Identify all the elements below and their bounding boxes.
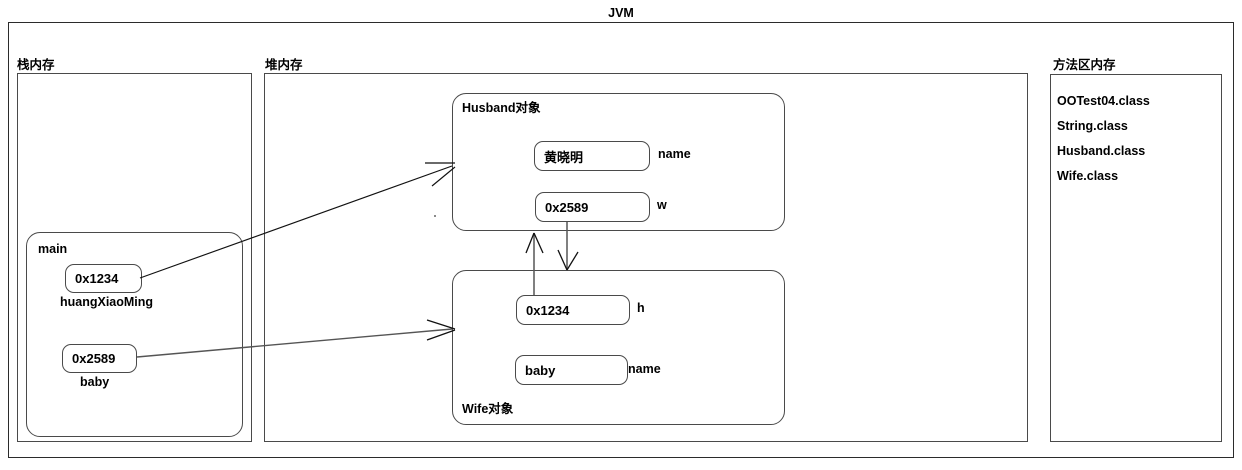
object-field-slot: baby (515, 355, 628, 385)
jvm-outer-box (8, 22, 1234, 458)
object-field-value: 黄晓明 (544, 149, 584, 165)
stack-variable-slot: 0x1234 (65, 264, 142, 293)
stack-variable-value: 0x2589 (72, 351, 116, 366)
stack-memory-label: 栈内存 (17, 58, 55, 72)
object-field-name: w (657, 198, 667, 212)
object-field-value: baby (525, 362, 556, 378)
stack-variable-value: 0x1234 (75, 271, 119, 286)
method-area-class-entry: String.class (1057, 119, 1128, 133)
method-area-class-entry: Wife.class (1057, 169, 1119, 183)
stack-variable-slot: 0x2589 (62, 344, 137, 373)
method-area-box (1050, 74, 1222, 442)
method-area-class-entry: Husband.class (1057, 144, 1146, 158)
object-field-name: name (658, 147, 691, 161)
object-field-name: h (637, 301, 645, 315)
heap-object-husband-label: Husband对象 (462, 101, 541, 115)
method-area-label: 方法区内存 (1053, 58, 1116, 72)
jvm-title: JVM (608, 6, 634, 20)
object-field-value: 0x1234 (526, 302, 570, 318)
stack-frame-main-label: main (38, 242, 68, 256)
object-field-slot: 黄晓明 (534, 141, 650, 171)
heap-object-wife-label: Wife对象 (462, 402, 514, 416)
object-field-slot: 0x2589 (535, 192, 650, 222)
object-field-slot: 0x1234 (516, 295, 630, 325)
stack-frame-main (26, 232, 243, 437)
heap-object-wife (452, 270, 785, 425)
object-field-value: 0x2589 (545, 199, 589, 215)
method-area-class-entry: OOTest04.class (1057, 94, 1150, 108)
scan-artifact-dot (434, 215, 436, 217)
object-field-name: name (628, 362, 661, 376)
stack-variable-name: baby (80, 375, 110, 389)
heap-object-husband (452, 93, 785, 231)
stack-variable-name: huangXiaoMing (60, 295, 154, 309)
heap-memory-label: 堆内存 (265, 58, 303, 72)
